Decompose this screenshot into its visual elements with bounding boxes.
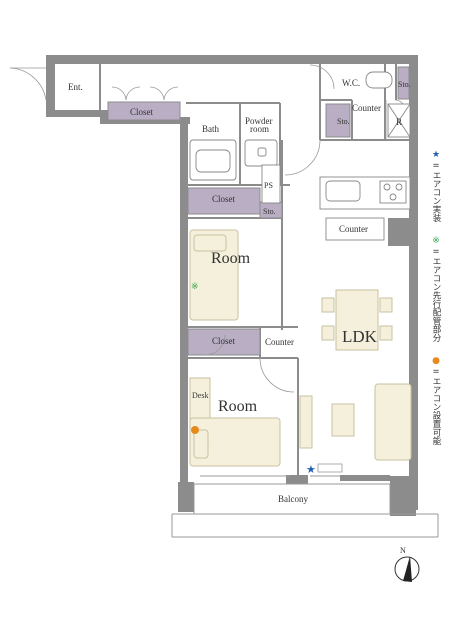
label-room1: Room: [211, 250, 251, 267]
ac-installed-star: ★: [306, 463, 316, 476]
label-closet-room1: Closet: [212, 194, 236, 204]
label-ldk: LDK: [342, 327, 378, 346]
ac-installed-unit: [317, 463, 343, 473]
sofa: [374, 383, 412, 461]
closets: [107, 66, 410, 356]
label-closet-room2: Closet: [212, 336, 236, 346]
label-desk: Desk: [192, 391, 208, 400]
label-powder-room-1: Powder: [245, 116, 273, 126]
storage-mid: [325, 103, 351, 138]
closet-room1: [187, 187, 261, 215]
wall-bottom-left: [178, 482, 194, 512]
ac-piping-mark: ※: [191, 282, 199, 292]
wall-left-main: [180, 117, 188, 512]
legend-ac-piping: ※ =エアコン先行配管部分: [428, 236, 444, 342]
label-storage-mid: Sto.: [337, 117, 350, 126]
doors: [9, 64, 406, 393]
label-refrigerator: R: [396, 117, 402, 127]
wall-right-bottom: [390, 476, 416, 516]
legend-ac-installed: ★ =エアコン実装: [428, 150, 444, 222]
furniture: [189, 229, 412, 467]
label-bath: Bath: [202, 124, 219, 134]
label-storage-wc: Sto.: [398, 80, 411, 89]
label-closet-entrance: Closet: [130, 107, 154, 117]
wall-bottom-right: [340, 475, 390, 481]
bed-room1: [189, 229, 239, 321]
dining-table: [335, 289, 379, 351]
legend-ac-possible-text: =エアコン設置可能: [431, 367, 441, 445]
legend-ac-possible: ● =エアコン設置可能: [428, 356, 444, 445]
storage-wc: [397, 66, 410, 100]
counter-kitchen-box: [325, 217, 385, 241]
label-storage-small: Sto.: [263, 207, 276, 216]
wall-right: [409, 55, 418, 510]
compass-label: N: [400, 546, 406, 555]
interior-walls: [99, 64, 410, 475]
label-powder-room-2: room: [250, 124, 269, 134]
ac-possible-dot: [191, 426, 199, 434]
dot-icon: ●: [432, 356, 440, 366]
label-wc: W.C.: [342, 78, 360, 88]
label-entrance: Ent.: [68, 82, 83, 92]
label-counter-kitchen: Counter: [339, 224, 368, 234]
piping-mark-icon: ※: [432, 236, 440, 246]
wall-bottom-mid: [286, 475, 308, 484]
coffee-table: [331, 403, 355, 437]
wall-bottom-entrance: [46, 110, 106, 117]
star-icon: ★: [431, 150, 441, 160]
fixtures: [189, 71, 411, 241]
legend-ac-piping-text: =エアコン先行配管部分: [431, 247, 441, 342]
bed-room2: [189, 417, 281, 467]
wall-left-entrance: [46, 55, 55, 115]
legend: ★ =エアコン実装 ※ =エアコン先行配管部分 ● =エアコン設置可能: [428, 150, 444, 459]
wall-right-lower: [388, 218, 410, 246]
label-counter-top: Counter: [352, 103, 381, 113]
compass-icon: N: [394, 546, 420, 582]
wall-top: [46, 55, 416, 64]
toilet: [365, 71, 393, 89]
closet-entrance: [107, 101, 181, 121]
tv-stand: [299, 395, 313, 449]
sink: [325, 180, 361, 202]
balcony-outline: [171, 475, 439, 538]
legend-ac-installed-text: =エアコン実装: [431, 161, 441, 222]
label-counter-room2: Counter: [265, 337, 294, 347]
label-balcony: Balcony: [278, 494, 308, 504]
label-room2: Room: [218, 398, 258, 415]
label-ps: PS: [264, 181, 273, 190]
ps-shaft: [261, 164, 281, 204]
